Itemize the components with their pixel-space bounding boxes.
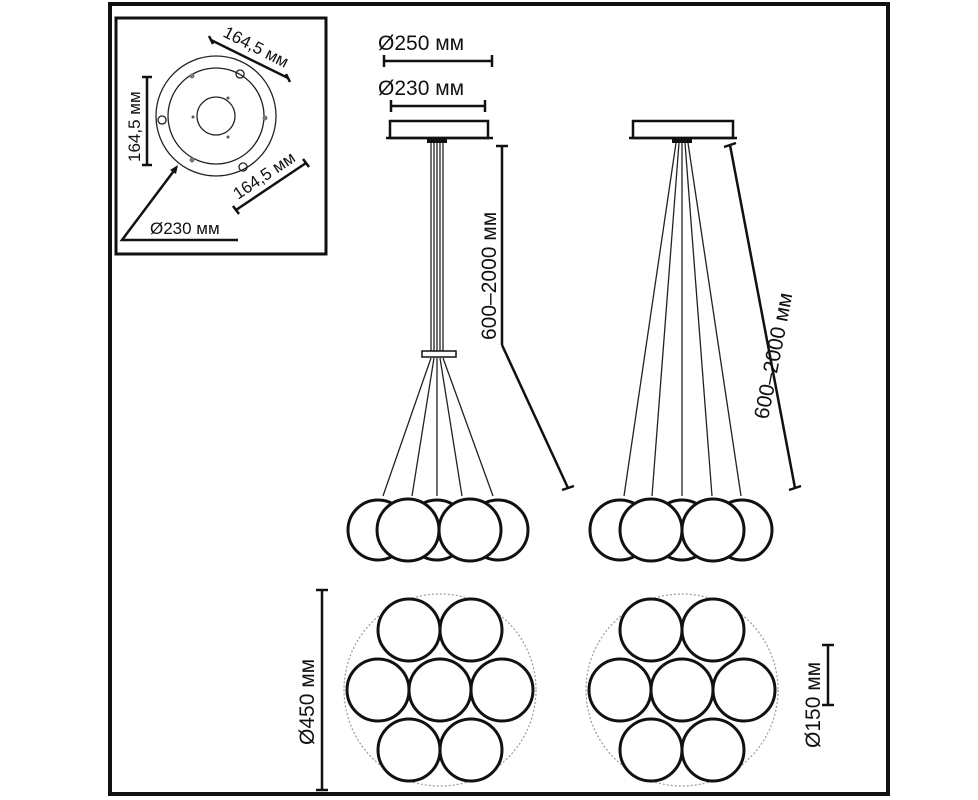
canopy bbox=[631, 119, 735, 140]
inset-dim-left: 164,5 мм bbox=[125, 91, 144, 162]
overall-diameter-label: Ø450 мм bbox=[296, 659, 319, 745]
canopy-inner-label: Ø230 мм bbox=[378, 77, 464, 100]
cable-clamp bbox=[421, 350, 457, 358]
front-height-label: 600–2000 мм bbox=[478, 212, 501, 340]
canopy-outer-label: Ø250 мм bbox=[378, 32, 464, 55]
front-view: Ø250 мм Ø230 мм 600–2000 мм bbox=[346, 32, 575, 563]
top-view-left: Ø450 мм bbox=[296, 588, 537, 792]
top-view-right: Ø150 мм bbox=[585, 593, 834, 787]
plate-outer-circle bbox=[155, 55, 277, 177]
side-view: 600–2000 мм bbox=[588, 119, 802, 563]
side-height-label: 600–2000 мм bbox=[750, 291, 797, 421]
inset-dim-diameter: Ø230 мм bbox=[150, 219, 220, 238]
inset-frame bbox=[114, 16, 328, 256]
canopy bbox=[388, 119, 490, 140]
shade-diameter-label: Ø150 мм bbox=[802, 662, 825, 748]
mounting-plate-inset: 164,5 мм 164,5 мм 164,5 мм Ø230 мм bbox=[114, 16, 328, 256]
outer-frame bbox=[108, 2, 890, 796]
plate-center-hole bbox=[196, 96, 236, 136]
